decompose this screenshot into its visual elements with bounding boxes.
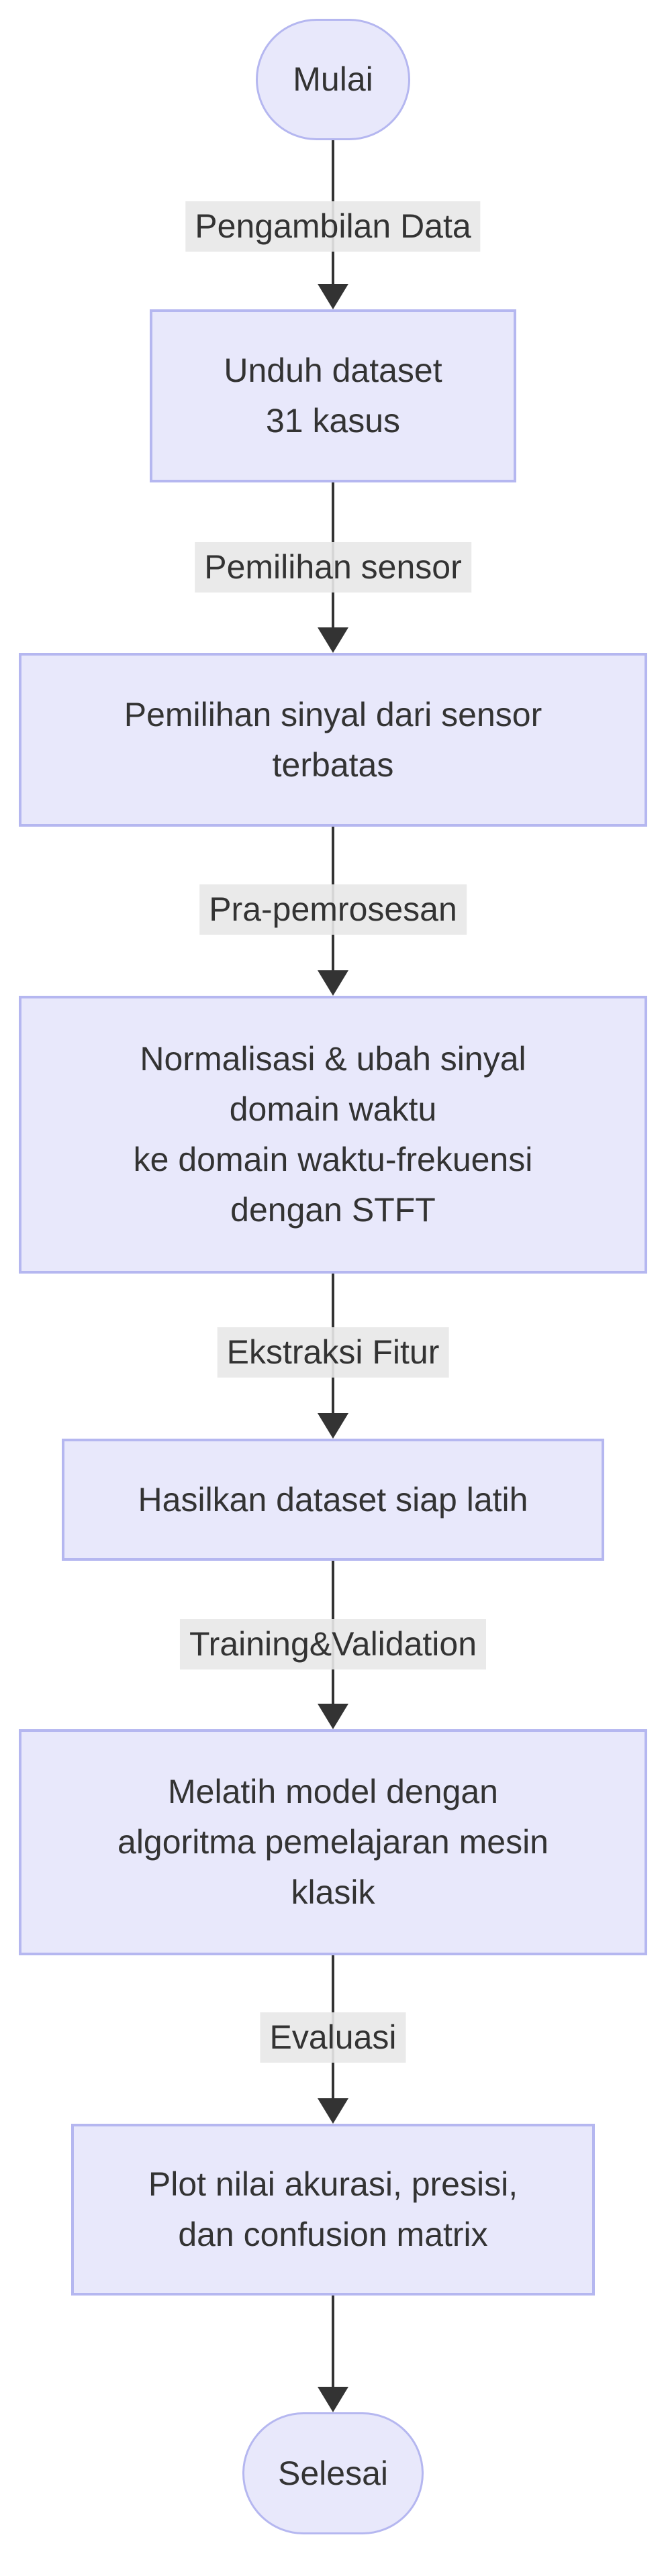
edge-label-evaluasi: Evaluasi	[260, 2012, 406, 2063]
node-pemilihan-sinyal-line-1: Pemilihan sinyal dari sensor	[124, 695, 542, 733]
edge-label-pengambilan-data: Pengambilan Data	[185, 201, 481, 252]
node-pemilihan-sinyal-line-2: terbatas	[272, 745, 394, 784]
node-normalisasi-stft-line-1: Normalisasi & ubah sinyal	[140, 1040, 526, 1078]
node-normalisasi-stft-line-4: dengan STFT	[230, 1191, 436, 1229]
edge-label-pra-pemrosesan: Pra-pemrosesan	[199, 884, 467, 935]
node-unduh-dataset-line-1: Unduh dataset	[224, 352, 442, 389]
node-end-label: Selesai	[278, 2454, 388, 2492]
node-plot-evaluasi-line-2: dan confusion matrix	[178, 2216, 488, 2253]
node-melatih-model-line-1: Melatih model dengan	[168, 1773, 498, 1810]
node-unduh-dataset-line-2: 31 kasus	[265, 402, 401, 440]
edge-line-7	[332, 2296, 334, 2406]
node-normalisasi-stft-line-3: ke domain waktu-frekuensi	[133, 1141, 533, 1178]
node-normalisasi-stft: Normalisasi & ubah sinyal domain waktu k…	[19, 996, 647, 1274]
node-melatih-model-line-3: klasik	[291, 1873, 375, 1911]
node-end: Selesai	[242, 2412, 424, 2534]
edge-label-ekstraksi-fitur: Ekstraksi Fitur	[217, 1327, 449, 1378]
node-melatih-model-line-2: algoritma pemelajaran mesin	[117, 1823, 549, 1861]
arrowhead-icon	[318, 2098, 348, 2124]
node-normalisasi-stft-line-2: domain waktu	[229, 1090, 437, 1128]
node-plot-evaluasi-line-1: Plot nilai akurasi, presisi,	[148, 2165, 518, 2203]
node-plot-evaluasi: Plot nilai akurasi, presisi, dan confusi…	[71, 2124, 595, 2296]
edge-label-pemilihan-sensor: Pemilihan sensor	[195, 542, 471, 593]
node-start: Mulai	[256, 19, 410, 140]
node-dataset-siap-latih-label: Hasilkan dataset siap latih	[138, 1480, 528, 1518]
arrowhead-icon	[318, 1413, 348, 1439]
node-unduh-dataset: Unduh dataset 31 kasus	[150, 309, 516, 482]
edge-label-training-validation: Training&Validation	[179, 1619, 487, 1669]
arrowhead-icon	[318, 284, 348, 309]
arrowhead-icon	[318, 627, 348, 653]
node-start-label: Mulai	[293, 60, 373, 98]
arrowhead-icon	[318, 1704, 348, 1729]
arrowhead-icon	[318, 2387, 348, 2412]
node-dataset-siap-latih: Hasilkan dataset siap latih	[62, 1439, 604, 1561]
node-pemilihan-sinyal: Pemilihan sinyal dari sensor terbatas	[19, 653, 647, 827]
node-melatih-model: Melatih model dengan algoritma pemelajar…	[19, 1729, 647, 1955]
arrowhead-icon	[318, 970, 348, 996]
